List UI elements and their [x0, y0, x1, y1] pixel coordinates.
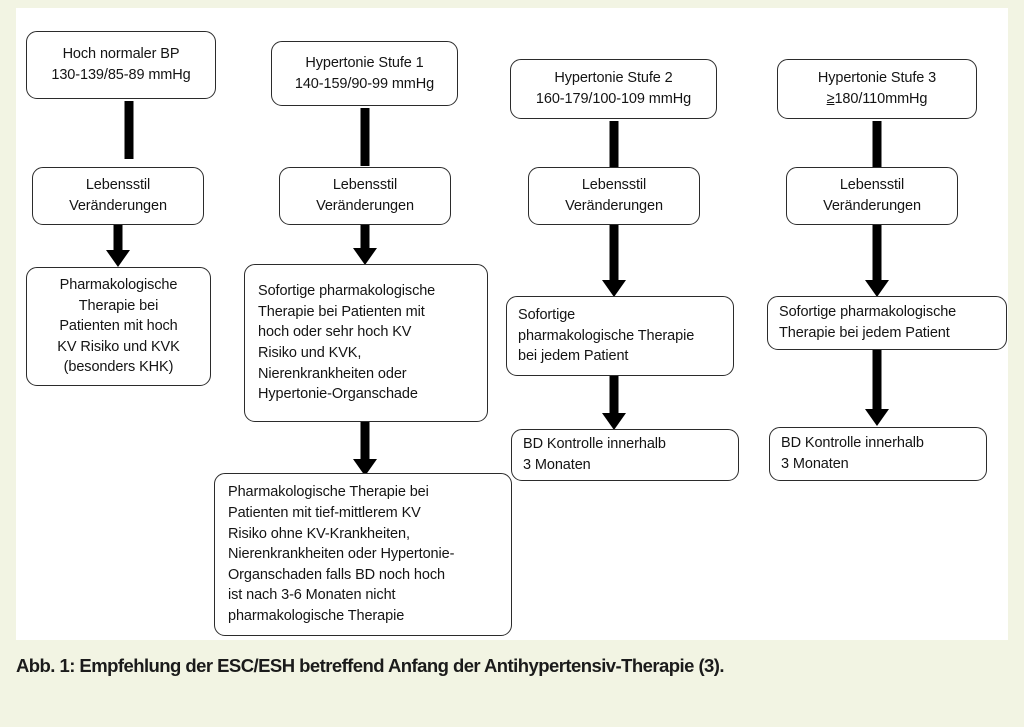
treatment-box-column-1: Pharmakologische Therapie bei Patienten …	[26, 267, 211, 386]
arrow-column-4-to-treatment	[864, 225, 890, 297]
followup-box-column-4: BD Kontrolle innerhalb 3 Monaten	[769, 427, 987, 481]
lifestyle-line: Veränderungen	[565, 198, 663, 214]
treatment-line: Sofortige pharmakologische	[779, 304, 957, 321]
arrow-column-1-to-treatment	[105, 225, 131, 267]
lifestyle-line: Lebensstil	[581, 177, 647, 194]
category-box-column-3: Hypertonie Stufe 2 160-179/100-109 mmHg	[510, 59, 717, 119]
category-line-threshold: ≥180/110mmHg	[827, 89, 928, 110]
threshold-value: 180/110mmHg	[834, 91, 928, 107]
treatment-line: hoch oder sehr hoch KV	[258, 324, 412, 341]
treatment-line: pharmakologische Therapie	[518, 327, 695, 344]
followup-line: BD Kontrolle innerhalb	[523, 436, 666, 453]
greater-equal-icon: ≥	[826, 91, 835, 107]
lifestyle-box-column-3: Lebensstil Veränderungen	[528, 167, 700, 225]
category-line: 130-139/85-89 mmHg	[51, 67, 191, 83]
category-line: Hypertonie Stufe 2	[554, 70, 673, 87]
lifestyle-box-column-4: Lebensstil Veränderungen	[786, 167, 958, 225]
arrow-column-1-to-lifestyle	[116, 101, 142, 159]
category-box-column-2: Hypertonie Stufe 1 140-159/90-99 mmHg	[271, 41, 458, 106]
category-line: 140-159/90-99 mmHg	[294, 75, 435, 92]
treatment-box-column-4: Sofortige pharmakologische Therapie bei …	[767, 296, 1007, 350]
treatment-line: Nierenkrankheiten oder	[258, 365, 407, 382]
treatment-line: KV Risiko und KVK	[57, 338, 180, 355]
arrow-column-4-to-lifestyle	[864, 121, 890, 167]
followup-line: BD Kontrolle innerhalb	[781, 435, 924, 452]
followup-line: 3 Monaten	[781, 456, 849, 472]
treatment-line: Hypertonie-Organschade	[258, 386, 418, 403]
category-line: Hoch normaler BP	[62, 46, 180, 63]
category-box-column-4: Hypertonie Stufe 3 ≥180/110mmHg	[777, 59, 977, 119]
arrow-column-2-to-lifestyle	[352, 108, 378, 166]
category-box-column-1: Hoch normaler BP 130-139/85-89 mmHg	[26, 31, 216, 99]
lifestyle-line: Veränderungen	[316, 198, 414, 214]
treatment-line: Therapie bei jedem Patient	[779, 325, 950, 341]
treatment-line: Therapie bei Patienten mit	[258, 303, 425, 320]
treatment-line: Therapie bei	[78, 297, 159, 314]
followup-line: Organschaden falls BD noch hoch	[228, 566, 445, 583]
figure-caption: Abb. 1: Empfehlung der ESC/ESH betreffen…	[16, 655, 725, 676]
treatment-line: Pharmakologische	[59, 277, 178, 294]
treatment-line: Patienten mit hoch	[59, 318, 178, 335]
followup-line: pharmakologische Therapie	[228, 607, 405, 624]
treatment-box-column-2: Sofortige pharmakologische Therapie bei …	[244, 264, 488, 422]
treatment-line: (besonders KHK)	[63, 359, 174, 376]
figure-panel: Hoch normaler BP 130-139/85-89 mmHg Lebe…	[16, 8, 1008, 640]
lifestyle-box-column-2: Lebensstil Veränderungen	[279, 167, 451, 225]
treatment-line: Risiko und KVK,	[258, 345, 362, 361]
category-line: 160-179/100-109 mmHg	[535, 91, 692, 107]
category-line: Hypertonie Stufe 3	[817, 70, 937, 87]
followup-line: Patienten mit tief-mittlerem KV	[228, 505, 421, 522]
arrow-column-2-to-treatment	[352, 225, 378, 265]
lifestyle-line: Veränderungen	[823, 198, 921, 214]
arrow-column-3-to-treatment	[601, 225, 627, 297]
arrow-column-3-to-followup	[601, 376, 627, 430]
category-line: Hypertonie Stufe 1	[305, 54, 424, 71]
followup-line: Risiko ohne KV-Krankheiten,	[228, 525, 410, 542]
treatment-line: Sofortige	[518, 307, 576, 324]
lifestyle-line: Lebensstil	[332, 177, 398, 194]
treatment-line: Sofortige pharmakologische	[258, 283, 436, 300]
arrow-column-2-to-followup	[352, 422, 378, 476]
lifestyle-line: Lebensstil	[839, 177, 905, 194]
followup-line: Nierenkrankheiten oder Hypertonie-	[228, 546, 455, 563]
lifestyle-line: Veränderungen	[69, 198, 167, 214]
followup-line: ist nach 3-6 Monaten nicht	[228, 587, 396, 604]
lifestyle-box-column-1: Lebensstil Veränderungen	[32, 167, 204, 225]
treatment-box-column-3: Sofortige pharmakologische Therapie bei …	[506, 296, 734, 376]
followup-line: 3 Monaten	[523, 457, 591, 473]
followup-box-column-3: BD Kontrolle innerhalb 3 Monaten	[511, 429, 739, 481]
arrow-column-4-to-followup	[864, 350, 890, 426]
followup-line: Pharmakologische Therapie bei	[228, 484, 429, 501]
treatment-line: bei jedem Patient	[518, 348, 629, 365]
followup-box-column-2: Pharmakologische Therapie bei Patienten …	[214, 473, 512, 636]
arrow-column-3-to-lifestyle	[601, 121, 627, 167]
lifestyle-line: Lebensstil	[85, 177, 151, 194]
